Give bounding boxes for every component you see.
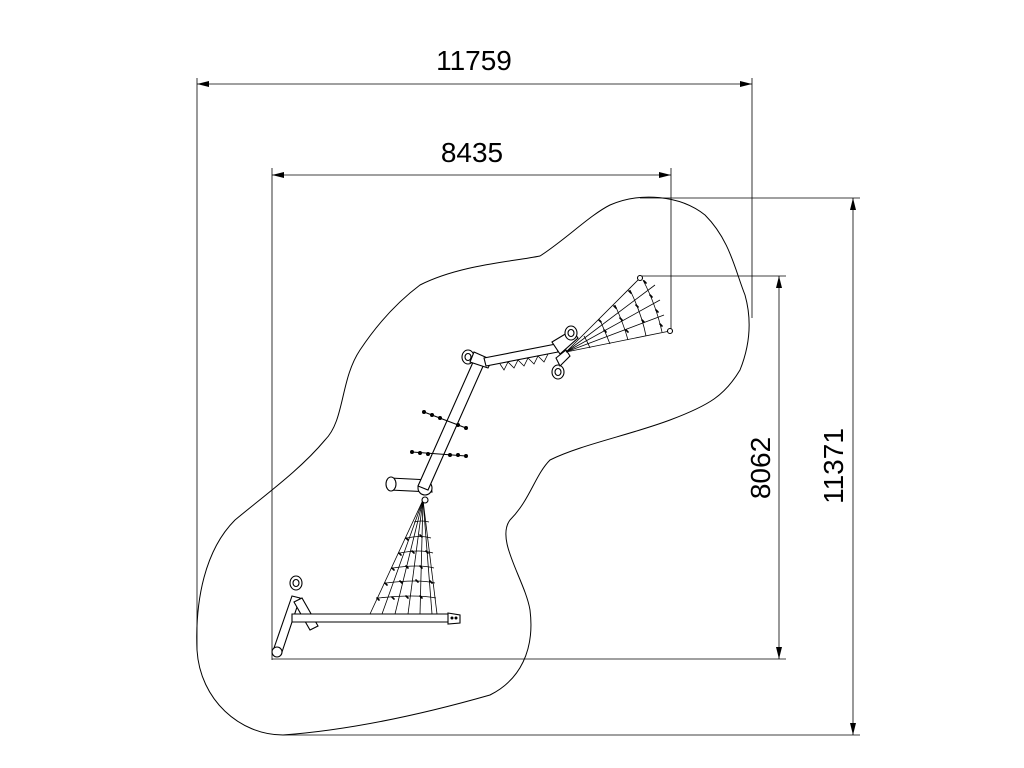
main-diagonal-beam bbox=[417, 359, 485, 491]
dim-label-equipment-depth: 8062 bbox=[745, 437, 776, 499]
upper-climbing-net bbox=[565, 274, 674, 353]
bottom-rail bbox=[291, 612, 461, 625]
hand-holds bbox=[410, 410, 468, 458]
dim-label-overall-width: 11759 bbox=[436, 45, 512, 76]
play-equipment bbox=[271, 274, 674, 658]
dim-label-equipment-width: 8435 bbox=[441, 137, 503, 168]
lower-climbing-net bbox=[369, 499, 438, 615]
safety-zone-outline bbox=[196, 196, 750, 736]
dim-label-overall-depth: 11371 bbox=[818, 428, 849, 504]
bottom-left-frame bbox=[271, 575, 319, 658]
upper-beam bbox=[483, 325, 579, 380]
